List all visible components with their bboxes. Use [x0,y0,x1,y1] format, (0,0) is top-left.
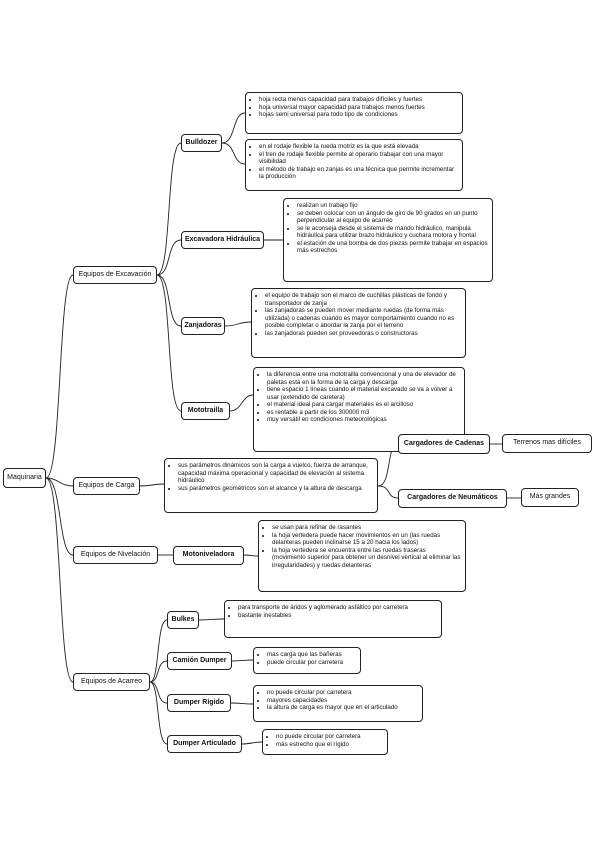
edge-rigido-note [230,702,254,705]
note-bullet: realizan un trabajo fijo [297,202,488,210]
edge-camion-note [231,659,254,662]
note-dumper-rigido: no puede circular por carreteramayores c… [253,685,423,722]
note-bulldozer-hojas: hoja recta menos capacidad para trabajos… [245,92,463,134]
edge-acarreo-camion [149,660,168,683]
root-node: Maquinaria [3,468,46,488]
machine-bulldozer: Bulldozer [181,134,222,152]
note-bullet: se le aconseja desde el sistema de mando… [297,225,488,240]
machine-cargadores-neumaticos: Cargadores de Neumáticos [398,489,507,508]
leaf-mas-grandes: Más grandes [521,488,579,507]
note-bullet: la diferencia entre una mototrailla conv… [267,371,460,386]
note-bullet: el método de trabajo en zanjas es una té… [259,166,458,181]
machine-mototrailla: Mototrailla [181,402,230,420]
edge-motoniveladora-note [243,554,259,557]
edge-acarreo-articulado [149,681,168,745]
edge-bulkes-note [198,618,225,621]
note-bullet: el estación de una bomba de dos piezas p… [297,240,488,255]
note-bullet: más estrecho que el rígido [276,741,383,749]
edge-root-carga [45,477,74,487]
machine-cargadores-cadenas: Cargadores de Cadenas [398,434,490,454]
note-bulkes: para transporte de áridos y aglomerado a… [224,600,442,638]
machine-camion-dumper: Camión Dumper [167,652,232,670]
note-bullet: hojas semi universal para todo tipo de c… [259,111,458,119]
note-excavadora: realizan un trabajo fijose deben colocar… [283,198,493,282]
edge-excavacion-excavadora [156,239,182,276]
note-bullet: el material ideal para cargar materiales… [267,401,460,409]
edge-excavacion-zanjadoras [156,274,182,327]
note-dumper-articulado: no puede circular por carreteramás estre… [262,729,388,755]
leaf-terrenos-dificiles: Terrenos mas difíciles [502,434,592,453]
note-bullet: mas carga que las bañeras [267,651,356,659]
machine-dumper-rigido: Dumper Rígido [167,694,231,712]
note-bullet: bastante inestables [238,612,437,620]
edge-mototrailla-note [229,394,254,412]
category-nivelacion: Equipos de Nivelación [73,546,158,564]
note-bullet: se deben colocar con un ángulo de giro d… [297,210,488,225]
edge-root-excavacion [45,274,74,479]
note-bullet: hoja universal mayor capacidad para trab… [259,104,458,112]
machine-excavadora: Excavadora Hidráulica [181,231,264,249]
note-bullet: para transporte de áridos y aglomerado a… [238,604,437,612]
note-carga: sus parámetros dinámicos son la carga a … [164,458,378,513]
edge-zanjadoras-note [224,321,252,327]
note-bullet: la hoja vertedera puede hacer movimiento… [272,532,461,547]
machine-motoniveladora: Motoniveladora [173,546,244,565]
category-acarreo: Equipos de Acarreo [73,673,150,691]
note-bullet: la hoja vertedera se encuentra entre las… [272,547,461,570]
note-bullet: muy versátil en condiciones meteorológic… [267,416,460,424]
note-bullet: en el rodaje flexible la rueda motriz es… [259,143,458,151]
machine-bulkes: Bulkes [167,611,199,629]
edge-bulldozer-note-b [221,142,246,165]
note-bullet: no puede circular por carretera [276,733,383,741]
edge-root-nivelacion [45,477,74,556]
note-motoniveladora: se usan para refinar de rasantesla hoja … [258,520,466,592]
machine-zanjadoras: Zanjadoras [181,317,225,335]
note-bulldozer-rodaje: en el rodaje flexible la rueda motriz es… [245,139,463,191]
note-bullet: el equipo de trabajo son el marco de cuc… [265,292,461,307]
note-bullet: hoja recta menos capacidad para trabajos… [259,96,458,104]
category-excavacion: Equipos de Excavación [73,266,157,284]
edge-articulado-note [241,741,263,745]
note-bullet: las zanjadoras pueden ser proveedoras o … [265,330,461,338]
note-zanjadoras: el equipo de trabajo son el marco de cuc… [251,288,466,358]
edge-acarreo-rigido [149,681,168,704]
note-bullet: sus parámetros dinámicos son la carga a … [178,462,373,485]
note-bullet: mayores capacidades [267,697,418,705]
note-bullet: no puede circular por carretera [267,689,418,697]
category-carga: Equipos de Carga [73,477,140,495]
edge-acarreo-bulkes [149,619,168,683]
edge-carga-note [139,483,165,487]
machine-dumper-articulado: Dumper Articulado [167,735,242,753]
edge-excavacion-bulldozer [156,142,182,276]
edge-carga-neumaticos [377,485,399,499]
note-bullet: es rentable a partir de los 300000 m3 [267,409,460,417]
note-camion-dumper: mas carga que las bañeraspuede circular … [253,647,361,674]
note-bullet: puede circular por carretera [267,659,356,667]
edge-bulldozer-note-a [221,112,246,144]
note-bullet: tiene espacio 1 líneas cuando el materia… [267,386,460,401]
note-bullet: se usan para refinar de rasantes [272,524,461,532]
edge-excavacion-mototrailla [156,274,182,412]
note-bullet: sus parámetros geométricos son el alcanc… [178,485,373,493]
note-bullet: el tren de rodaje flexible permite al op… [259,151,458,166]
note-bullet: la altura de carga es mayor que en el ar… [267,704,418,712]
edge-root-acarreo [45,477,74,683]
note-bullet: las zanjadoras se pueden mover mediante … [265,307,461,330]
